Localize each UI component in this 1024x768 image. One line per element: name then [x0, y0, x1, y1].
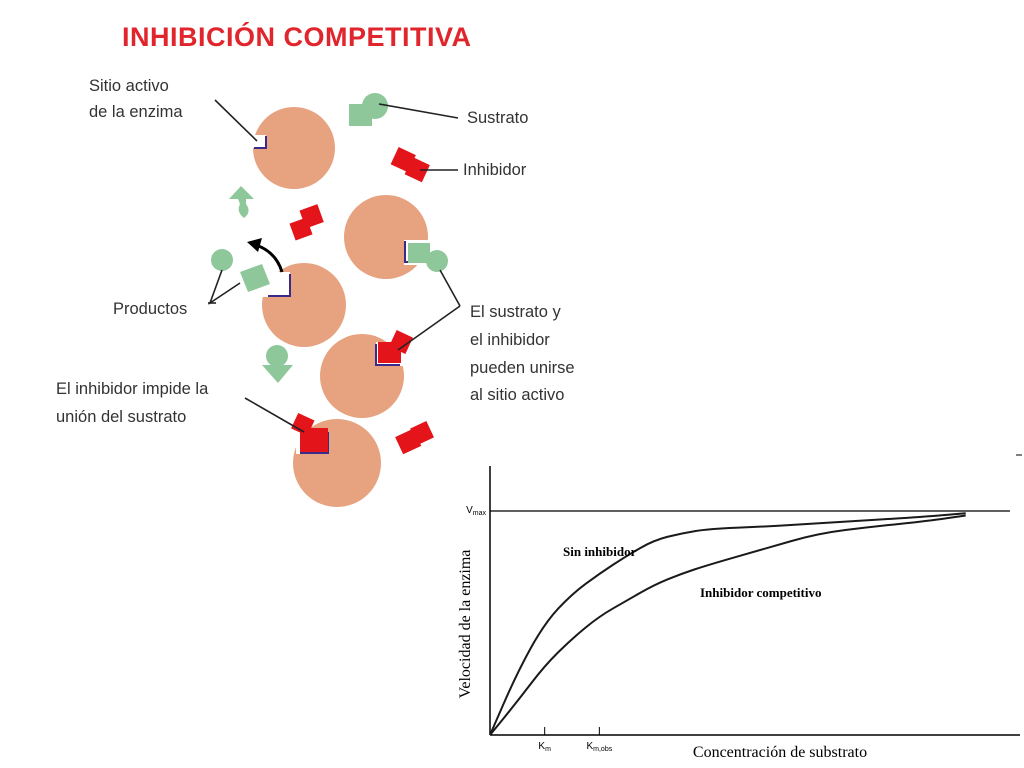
substrate-free — [349, 93, 388, 126]
reaction-arrow — [247, 238, 284, 273]
label-blocks-line2: unión del sustrato — [56, 408, 187, 426]
label-active-site-line2: de la enzima — [89, 103, 183, 121]
km-label-main-0: K — [538, 741, 545, 752]
km-label-main-1: K — [586, 741, 593, 752]
substrate-bound-enzyme-2 — [408, 243, 448, 272]
label-products: Productos — [113, 300, 188, 318]
product-arrow-shape-1 — [229, 186, 254, 218]
inhibitor-bound-enzyme-5 — [291, 412, 328, 452]
leader-blocks — [244, 397, 305, 433]
label-active-site-line1: Sitio activo — [89, 77, 169, 95]
km-label-sub-0: m — [545, 746, 551, 753]
inhibitor-bound-enzyme-4 — [378, 330, 413, 363]
enzyme-1 — [253, 107, 335, 189]
series-line-1 — [489, 514, 966, 736]
x-axis-label: Concentración de substrato — [693, 744, 867, 761]
km-label-1: Km,obs — [586, 741, 612, 753]
label-both-bind-line1: El sustrato y — [470, 303, 561, 321]
product-square — [240, 264, 270, 292]
km-label-0: Km — [538, 741, 551, 753]
vmax-label: Vmax — [466, 505, 486, 517]
label-both-bind-line2: el inhibidor — [470, 331, 550, 349]
inhibitor-free-3 — [395, 421, 434, 455]
y-axis-label: Velocidad de la enzima — [457, 550, 474, 699]
series-line-0 — [489, 512, 966, 736]
vmax-label-main: V — [466, 505, 473, 516]
label-both-bind-line3: pueden unirse — [470, 359, 575, 377]
inhibitor-free-2 — [289, 204, 324, 241]
label-substrate: Sustrato — [467, 109, 529, 127]
label-both-bind-line4: al sitio activo — [470, 386, 565, 404]
series-label-0: Sin inhibidor — [563, 544, 637, 559]
km-label-sub-1: m,obs — [593, 746, 613, 753]
label-blocks-line1: El inhibidor impide la — [56, 380, 209, 398]
leader-active-site — [214, 99, 258, 142]
vmax-label-sub: max — [473, 510, 487, 517]
series-label-1: Inhibidor competitivo — [700, 585, 821, 600]
diagram-title: INHIBICIÓN COMPETITIVA — [122, 22, 472, 52]
leader-both-bind-1 — [439, 269, 461, 307]
product-arrow-shape-2 — [262, 345, 293, 383]
leader-both-bind-2 — [397, 305, 461, 351]
label-inhibitor: Inhibidor — [463, 161, 527, 179]
inhibitor-free-1 — [390, 147, 430, 183]
product-circle — [211, 249, 233, 271]
leader-substrate — [378, 103, 459, 119]
enzyme-3 — [262, 263, 346, 347]
